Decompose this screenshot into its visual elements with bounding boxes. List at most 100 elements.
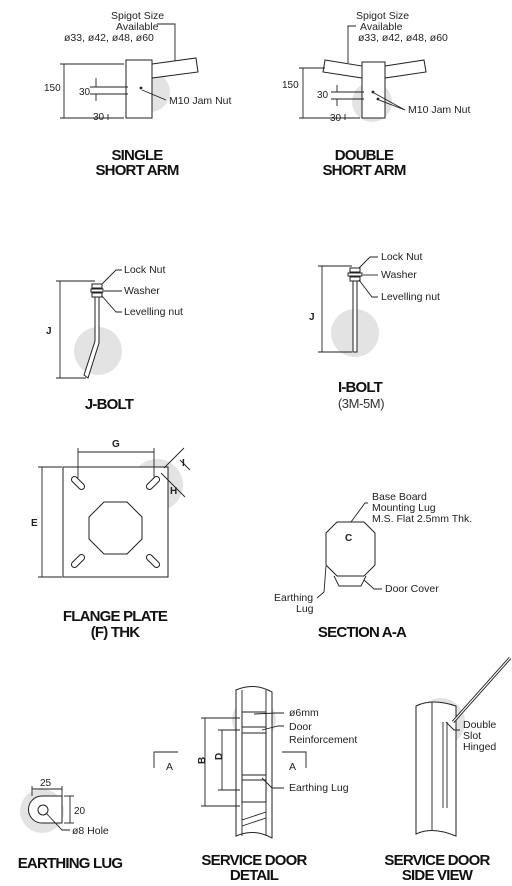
left-arm-spigot xyxy=(322,59,363,79)
dim-j-text: J xyxy=(46,326,52,337)
i-bolt-title: I-BOLT xyxy=(338,379,383,396)
service-door-detail-title-1: SERVICE DOOR xyxy=(201,852,307,869)
slot-top-right xyxy=(145,475,161,491)
dim-i-line xyxy=(163,447,185,469)
dim-25-text: 25 xyxy=(40,778,52,789)
dim-g-text: G xyxy=(112,439,120,450)
double-short-arm-title-1: DOUBLE xyxy=(335,147,394,164)
lug-leader xyxy=(350,502,368,523)
flange-plate-title-1: FLANGE PLATE xyxy=(63,608,168,625)
highlight-circle xyxy=(74,327,122,375)
section-aa-diagram: C Base Board Mounting Lug M.S. Flat 2.5m… xyxy=(274,491,472,641)
double-short-arm-diagram: Spigot Size Available ø33, ø42, ø48, ø60… xyxy=(282,10,471,179)
spigot-label-line1: Spigot Size xyxy=(356,10,409,22)
dim-i-text: I xyxy=(182,458,185,469)
flange-plate-title-2: (F) THK xyxy=(91,624,141,641)
single-short-arm-title-2: SHORT ARM xyxy=(95,162,178,179)
dim-bottom-text: 30 xyxy=(93,112,105,123)
arm-post xyxy=(361,61,386,119)
dim-bottom-text: 30 xyxy=(330,113,342,124)
spigot-label-line2: Available xyxy=(360,21,403,33)
lock-nut xyxy=(349,267,361,273)
levelling-nut-label: Levelling nut xyxy=(381,291,440,303)
washer-label: Washer xyxy=(124,285,160,297)
jam-nut-hole xyxy=(139,86,143,90)
dim-150-text: 150 xyxy=(282,80,299,91)
dim-j-text: J xyxy=(309,312,315,323)
washer xyxy=(347,272,363,277)
levelling-nut-label: Levelling nut xyxy=(124,306,183,318)
dim-b-text: B xyxy=(197,757,208,764)
jam-nut-hole xyxy=(371,90,375,94)
hole-label: ø6mm xyxy=(289,707,319,719)
dim-h-text: H xyxy=(170,486,177,497)
dim-h-line xyxy=(160,472,186,498)
service-door-side-title-1: SERVICE DOOR xyxy=(384,852,490,869)
single-short-arm-title-1: SINGLE xyxy=(111,147,163,164)
right-arm-spigot xyxy=(384,59,427,79)
hole-label: ø8 Hole xyxy=(72,825,109,837)
i-bolt-rod xyxy=(352,273,358,353)
hinge-leader xyxy=(445,721,460,731)
jam-nut-leader xyxy=(373,92,406,111)
i-bolt-diagram: J Lock Nut Washer Levelling nut I-BOLT (… xyxy=(309,251,440,411)
jam-nut-leader xyxy=(141,89,167,101)
earthing-leader xyxy=(261,777,284,789)
washer-label: Washer xyxy=(381,269,417,281)
j-bolt-title: J-BOLT xyxy=(85,396,134,413)
dim-e-text: E xyxy=(31,518,38,529)
section-octagon xyxy=(325,521,376,577)
earthing-leader xyxy=(316,565,327,599)
dim-d-text: D xyxy=(214,753,225,760)
section-marker-left xyxy=(153,751,178,768)
earthing-lug-title: EARTHING LUG xyxy=(18,855,123,872)
door-cover-leader xyxy=(363,579,382,590)
spigot-label-line1: Spigot Size xyxy=(111,10,164,22)
spigot-sizes-label: ø33, ø42, ø48, ø60 xyxy=(358,32,448,44)
hinge-label-line2: Slot xyxy=(463,730,481,742)
hinge-label-line1: Double xyxy=(463,719,496,731)
double-short-arm-title-2: SHORT ARM xyxy=(322,162,405,179)
earthing-lug-diagram: 25 20 ø8 Hole EARTHING LUG xyxy=(18,778,123,872)
levelling-nut xyxy=(349,276,361,282)
lug-label-line1: Base Board xyxy=(372,491,427,503)
slot-bottom-right xyxy=(145,553,161,569)
pole-side-body xyxy=(415,701,457,837)
service-door-side-view-diagram: Double Slot Hinged SERVICE DOOR SIDE VIE… xyxy=(384,657,512,884)
section-marker-right xyxy=(282,751,307,768)
dim-150-text: 150 xyxy=(44,83,61,94)
levelling-nut xyxy=(91,292,103,298)
lock-nut xyxy=(91,283,103,289)
octagon-opening xyxy=(88,501,143,555)
earthing-label-line2: Lug xyxy=(296,603,314,615)
service-door-side-title-2: SIDE VIEW xyxy=(402,867,474,884)
hinge-label-line3: Hinged xyxy=(463,741,496,753)
spigot-label-line2: Available xyxy=(116,21,159,33)
lock-nut-label: Lock Nut xyxy=(124,264,166,276)
hole-leader xyxy=(45,812,70,831)
flange-plate-diagram: G E I H FLANGE PLATE (F) THK xyxy=(31,439,191,641)
arm-post xyxy=(125,59,153,119)
service-door-detail-diagram: B D A A ø6mm Door Reinforcement Earthing… xyxy=(153,686,357,884)
section-right-label: A xyxy=(289,761,296,773)
hole-leader xyxy=(253,712,284,715)
dim-c-text: C xyxy=(345,533,352,544)
lock-nut-label: Lock Nut xyxy=(381,251,423,263)
jam-nut-hole xyxy=(376,97,380,101)
lug-hole xyxy=(37,804,49,816)
arm-spigot xyxy=(151,57,199,79)
lug-label-line3: M.S. Flat 2.5mm Thk. xyxy=(372,513,472,525)
reinforcement-leader xyxy=(261,725,284,731)
service-door-detail-title-2: DETAIL xyxy=(230,867,279,884)
section-aa-title: SECTION A-A xyxy=(318,624,407,641)
i-bolt-subtitle: (3M-5M) xyxy=(338,396,384,411)
j-bolt-diagram: J Lock Nut Washer Levelling nut J-BOLT xyxy=(46,264,183,413)
single-short-arm-diagram: Spigot Size Available ø33, ø42, ø48, ø60… xyxy=(44,10,232,179)
earthing-label: Earthing Lug xyxy=(289,782,349,794)
jam-nut-label: M10 Jam Nut xyxy=(408,104,471,116)
spigot-leader xyxy=(347,25,356,63)
reinforcement-label-line2: Reinforcement xyxy=(289,734,357,746)
spigot-leader xyxy=(157,23,176,63)
door-opening xyxy=(241,711,267,803)
